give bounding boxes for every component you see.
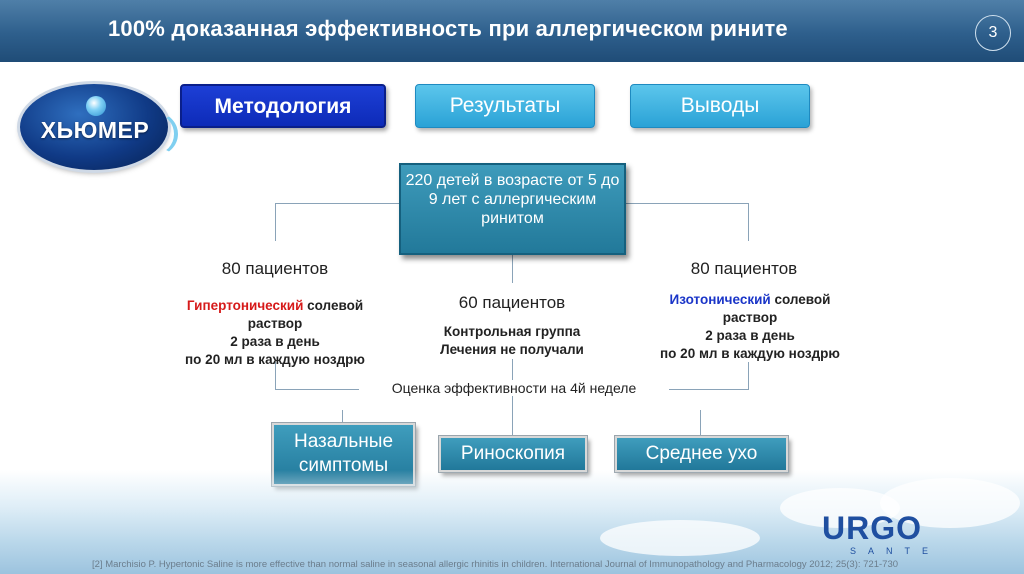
connector-line bbox=[512, 255, 513, 283]
hypertonic-label: Гипертонический bbox=[186, 298, 304, 313]
urgo-subtitle: SANTE bbox=[850, 546, 941, 556]
tab-results[interactable]: Результаты bbox=[415, 84, 595, 128]
footnote-reference: [2] Marchisio P. Hypertonic Saline is mo… bbox=[92, 559, 899, 570]
isotonic-label: Изотонический bbox=[669, 292, 771, 307]
urgo-logo: URGO bbox=[822, 510, 922, 546]
cloud-decoration bbox=[600, 520, 760, 556]
connector-line bbox=[275, 362, 276, 389]
water-drop-icon bbox=[86, 96, 106, 116]
right-group-description: Изотонический солевой раствор 2 раза в д… bbox=[660, 292, 840, 361]
connector-line bbox=[342, 410, 343, 424]
study-population-box: 220 детей в возрасте от 5 до 9 лет с алл… bbox=[399, 163, 626, 255]
middle-group-title: 60 пациентов bbox=[458, 293, 566, 312]
connector-line bbox=[275, 203, 399, 204]
left-group-description: Гипертонический солевой раствор 2 раза в… bbox=[185, 298, 365, 367]
connector-line bbox=[512, 410, 513, 436]
left-group-title: 80 пациентов bbox=[221, 259, 329, 278]
page-number-badge: 3 bbox=[975, 15, 1011, 51]
right-group-title: 80 пациентов bbox=[690, 259, 798, 278]
header-bar: 100% доказанная эффективность при аллерг… bbox=[0, 0, 1024, 62]
middle-group-description: Контрольная группа Лечения не получали bbox=[440, 324, 584, 357]
connector-line bbox=[748, 362, 749, 389]
outcome-middle-ear: Среднее ухо bbox=[615, 436, 788, 472]
tab-conclusions[interactable]: Выводы bbox=[630, 84, 810, 128]
connector-line bbox=[275, 203, 276, 241]
cloud-decoration bbox=[880, 478, 1020, 528]
cloud-decoration bbox=[780, 488, 900, 528]
outcome-rhinoscopy: Риноскопия bbox=[439, 436, 587, 472]
brand-logo: ХЬЮМЕР bbox=[20, 84, 178, 170]
swoosh-icon bbox=[132, 112, 178, 156]
logo-text: ХЬЮМЕР bbox=[40, 117, 150, 143]
page-title: 100% доказанная эффективность при аллерг… bbox=[108, 16, 788, 41]
connector-line bbox=[748, 203, 749, 241]
tab-methodology[interactable]: Методология bbox=[180, 84, 386, 128]
evaluation-label: Оценка эффективности на 4й неделе bbox=[359, 380, 669, 396]
connector-line bbox=[700, 410, 701, 436]
connector-line bbox=[626, 203, 749, 204]
